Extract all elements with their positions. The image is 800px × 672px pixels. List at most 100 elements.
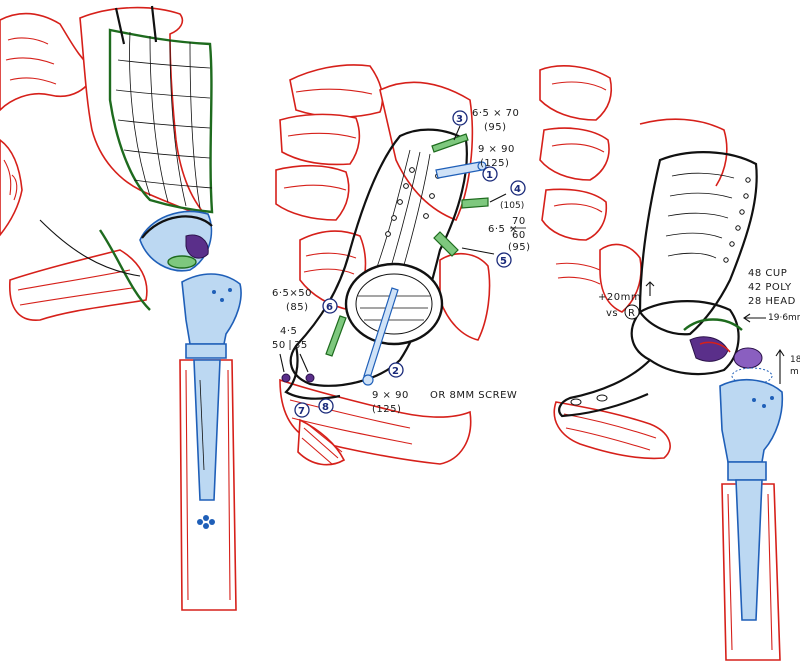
side-circle xyxy=(624,304,640,320)
screw-5 xyxy=(433,231,459,257)
screw-6 xyxy=(325,315,347,357)
screw-7 xyxy=(281,373,291,383)
label-circle-3 xyxy=(452,110,468,126)
screw-2-size: 9 × 90 xyxy=(372,390,409,401)
spec-head: 28 HEAD xyxy=(748,296,796,307)
label-circle-1 xyxy=(482,166,498,182)
screw-6-alt: (85) xyxy=(286,302,309,313)
screw-5-alt-b: 60 xyxy=(512,230,526,241)
vertebra-low xyxy=(275,164,350,221)
stem-neck-right xyxy=(719,378,784,463)
spec-cup: 48 CUP xyxy=(748,268,787,279)
cage-hooks xyxy=(114,5,158,45)
implant-screw-holes xyxy=(385,167,441,237)
ischial-flange-right xyxy=(558,359,651,418)
label-4: 4 xyxy=(514,184,521,195)
screw-3-arrow xyxy=(453,125,461,141)
screw-5-size: 6·5 × xyxy=(488,224,518,235)
head-offset-dashed xyxy=(731,367,773,385)
pubic-ramus xyxy=(9,249,148,321)
screw-2 xyxy=(363,287,399,379)
screw-8-length: 35 xyxy=(294,340,308,351)
cage-mesh-vertical xyxy=(129,31,201,209)
vs-text: vs xyxy=(606,308,618,319)
screw-5-arrow xyxy=(461,247,495,255)
label-3: 3 xyxy=(456,114,463,125)
offset-value: +20mm xyxy=(598,292,641,303)
cage-outline xyxy=(108,28,214,214)
femoral-head-right xyxy=(733,347,763,369)
stem-hole-2 xyxy=(220,298,224,302)
sacral-ala-lines xyxy=(3,159,18,201)
ischial-flange xyxy=(284,345,341,400)
sacral-lines-right xyxy=(555,262,601,285)
panel-2-pelvis-screw-fixation: 3 6·5 × 70 (95) 9 × 90 (125) 1 4 (105) 6… xyxy=(272,64,530,466)
vertebra-lines xyxy=(283,88,373,191)
label-6: 6 xyxy=(326,302,333,313)
stem-collar-right xyxy=(727,461,767,481)
screw-3-alt: (95) xyxy=(484,122,507,133)
implant-contour-lines xyxy=(375,149,431,273)
femur-cortex xyxy=(185,369,231,601)
label-5: 5 xyxy=(500,256,507,267)
stem-body-right xyxy=(735,479,763,621)
ischial-hole-1 xyxy=(570,398,582,406)
screw-2-note: OR 8MM SCREW xyxy=(430,390,517,401)
flower-doodle-icon xyxy=(197,515,215,529)
femur-cortex-right xyxy=(727,493,773,651)
implant-holes-right xyxy=(723,177,751,263)
screw-8-arrow xyxy=(299,353,309,373)
stem-hole-right-3 xyxy=(770,396,774,400)
sacrum-ridges xyxy=(5,37,57,85)
label-1: 1 xyxy=(486,170,493,181)
label-circle-6 xyxy=(322,298,338,314)
acetabular-shell-inner xyxy=(355,273,433,335)
screw-7-arrow xyxy=(279,353,285,373)
offset-up-arrow xyxy=(645,281,655,296)
ilium-background xyxy=(379,81,474,222)
label-circle-8 xyxy=(318,398,334,414)
side-letter: R xyxy=(628,308,635,319)
liner-red-rim xyxy=(699,341,731,353)
ischial-hatching xyxy=(301,425,343,465)
screw-4 xyxy=(461,197,489,209)
label-circle-5 xyxy=(496,252,512,268)
femoral-head xyxy=(167,255,197,269)
vertebra-lines-right xyxy=(551,81,607,213)
ischium-line xyxy=(39,219,141,277)
vertebra-mid xyxy=(279,113,361,166)
stem-groove xyxy=(199,379,205,471)
implant-mesh-right xyxy=(665,172,735,259)
pubic-ramus-right xyxy=(553,401,671,460)
cup-rim-green xyxy=(683,318,743,331)
screw-4-arrow xyxy=(489,193,507,203)
cup-rim xyxy=(141,215,213,239)
vertebra-2 xyxy=(539,127,610,181)
pubic-ramus-lines xyxy=(17,269,133,306)
screw-78-size: 4·5 xyxy=(280,326,297,337)
ilium-outline xyxy=(79,6,211,221)
spec-poly: 42 POLY xyxy=(748,282,792,293)
measure-2-arrow xyxy=(775,349,785,384)
stem-hole-3 xyxy=(228,288,232,292)
stem-hole-1 xyxy=(212,290,216,294)
label-circle-7 xyxy=(294,402,310,418)
measure-2b: m xyxy=(790,367,799,377)
screw-4-alt: (105) xyxy=(500,201,524,211)
ischial-hole-2 xyxy=(596,394,608,402)
stem-neck xyxy=(181,273,242,345)
sacroiliac-lines xyxy=(303,252,357,275)
screw-5-alt-a: 70 xyxy=(512,216,526,227)
screw-6-size: 6·5×50 xyxy=(272,288,312,299)
measure-2a: 18 xyxy=(790,355,800,365)
stem-hole-right-2 xyxy=(762,404,766,408)
vertebra-3 xyxy=(541,188,608,241)
screw-7-length: 50 xyxy=(272,340,286,351)
stem-hole-right-1 xyxy=(752,398,756,402)
label-2: 2 xyxy=(392,366,399,377)
measure-1: 19·6mm xyxy=(768,313,800,323)
pubis-right xyxy=(439,253,491,341)
sacrum-right xyxy=(599,243,642,313)
